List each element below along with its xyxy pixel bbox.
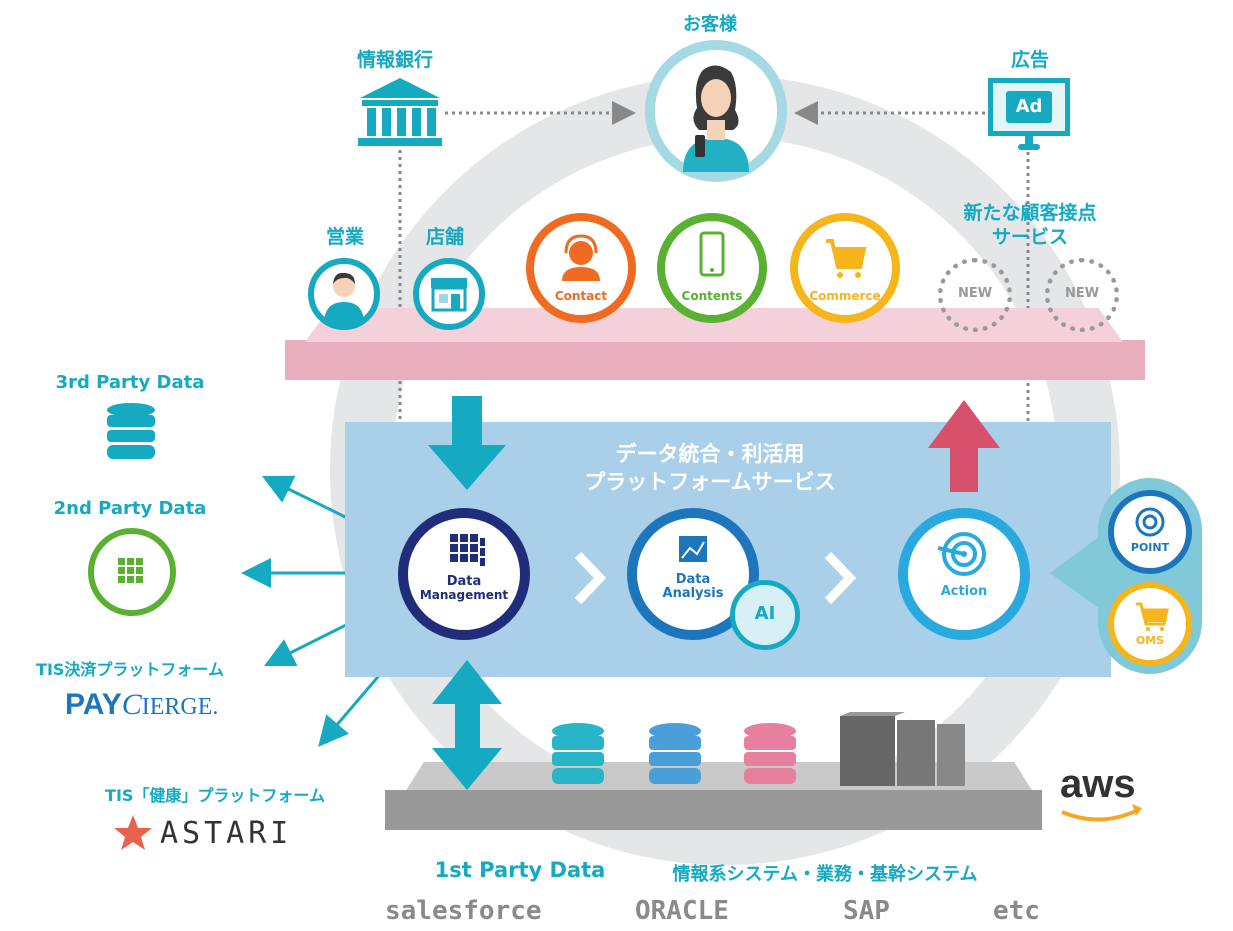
contact-label: Contact [554, 289, 608, 303]
vendor-etc: etc [993, 896, 1040, 926]
ad-monitor-base [1018, 144, 1040, 150]
systems-label: 情報系システム・業務・基幹システム [672, 864, 978, 885]
dm-label-2: Management [419, 588, 509, 602]
data-cube-icon [450, 534, 485, 566]
health-platform-label: TIS「健康」プラットフォーム [105, 786, 325, 805]
database-icon-teal [552, 723, 604, 784]
green-cube-icon [118, 558, 143, 583]
action-node: Action [898, 508, 1030, 640]
commerce-label: Commerce [809, 289, 881, 303]
first-party-label: 1st Party Data [434, 858, 606, 882]
salesperson-icon [324, 272, 364, 324]
sales-node [308, 258, 380, 330]
point-label: POINT [1130, 541, 1170, 554]
contents-label: Contents [681, 289, 743, 303]
channel-band [285, 340, 1145, 380]
database-icon-blue [649, 723, 701, 784]
headset-icon [562, 234, 600, 281]
astari-logo: ASTARI [160, 816, 293, 851]
oms-node: OMS [1108, 582, 1192, 666]
ad-monitor-stand [1025, 136, 1033, 146]
system-shelf [385, 790, 1042, 830]
paycierge-logo: PAYCIERGE. [65, 688, 255, 728]
server-rack-icon [840, 712, 965, 786]
da-label-2: Analysis [662, 586, 724, 601]
double-arrow-lower [432, 702, 502, 790]
point-node: POINT [1108, 490, 1192, 574]
chart-icon [679, 536, 707, 562]
platform-title-line1: データ統合・利活用 [615, 442, 805, 466]
action-label: Action [940, 584, 988, 599]
point-target-icon [1135, 507, 1165, 537]
database-icon-pink [744, 723, 796, 784]
ad-monitor [988, 78, 1070, 136]
sales-label: 営業 [325, 226, 364, 248]
up-arrow [928, 400, 1000, 492]
paycierge-logo-c: IERGE. [141, 694, 219, 720]
down-arrow [428, 396, 506, 490]
oms-label: OMS [1135, 634, 1165, 647]
info-bank-label: 情報銀行 [356, 49, 433, 71]
new-node-1: NEW [938, 258, 1012, 332]
ad-icon: Ad [1006, 91, 1052, 123]
double-arrow-upper [432, 660, 502, 704]
aws-logo: aws [1060, 762, 1136, 806]
store-label: 店舗 [425, 226, 464, 248]
commerce-node: Commerce [790, 213, 900, 323]
platform-title-line2: プラットフォームサービス [584, 470, 836, 494]
ai-label: AI [754, 603, 776, 624]
paycierge-logo-a: PAY [65, 688, 122, 721]
vendor-salesforce: salesforce [385, 896, 542, 926]
shop-icon [431, 278, 467, 312]
chevron-2 [824, 551, 857, 605]
new-node-2: NEW [1045, 258, 1119, 332]
vendor-oracle: ORACLE [635, 896, 729, 926]
payment-platform-label: TIS決済プラットフォーム [36, 660, 224, 679]
third-party-label: 3rd Party Data [55, 372, 205, 393]
target-icon [937, 532, 986, 576]
ai-node: AI [730, 580, 800, 650]
customer-node [645, 40, 787, 182]
paycierge-logo-b: C [121, 688, 142, 721]
second-party-label: 2nd Party Data [53, 498, 207, 519]
oms-cart-icon [1136, 602, 1169, 631]
vendor-sap: SAP [843, 896, 890, 926]
new-touchpoint-label-1: 新たな顧客接点 [963, 202, 1097, 224]
dm-label-1: Data [446, 574, 482, 589]
chevron-1 [574, 551, 607, 605]
second-party-node [88, 528, 176, 616]
contents-node: Contents [657, 213, 767, 323]
store-node [413, 258, 485, 330]
new-touchpoint-label-2: サービス [991, 226, 1068, 248]
data-management-node: Data Management [398, 508, 530, 640]
cart-icon [826, 239, 867, 278]
customer-label: お客様 [683, 14, 737, 35]
contact-node: Contact [526, 213, 636, 323]
ad-label: 広告 [1010, 49, 1049, 71]
customer-icon [655, 50, 777, 172]
da-label-1: Data [675, 572, 711, 587]
smartphone-icon [699, 231, 725, 277]
